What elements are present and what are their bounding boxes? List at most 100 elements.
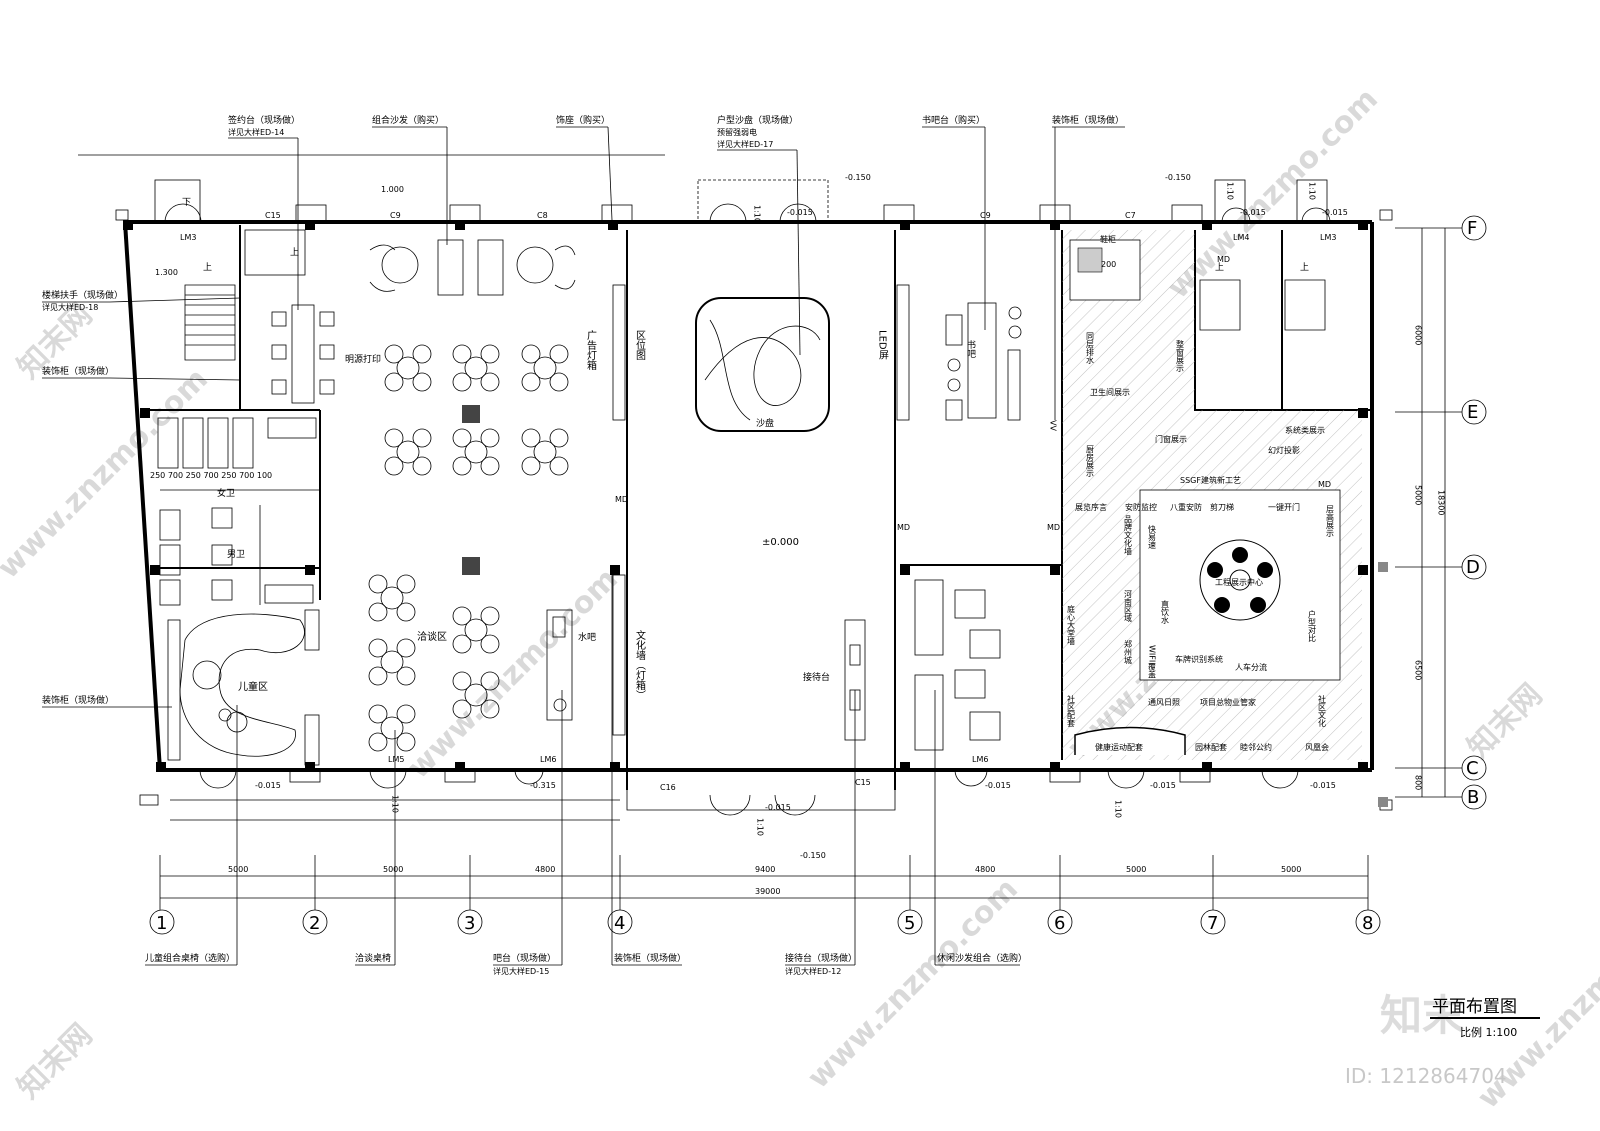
vv-label: VV (1049, 420, 1058, 431)
door-label-c8: C8 (537, 211, 548, 220)
door-label-c16: C16 (660, 783, 676, 792)
level-top: -0.150 (845, 173, 871, 182)
span-1-2: 5000 (228, 865, 248, 874)
label-garden: 园林配套 (1195, 742, 1227, 752)
title-block: 知末 平面布置图 比例 1:100 ID: 1212864704 (1345, 991, 1540, 1088)
axis-label-F: F (1467, 218, 1477, 239)
label-sso: SSGF建筑新工艺 (1180, 475, 1241, 485)
span-total: 39000 (755, 887, 780, 896)
window-label-2: 1:10 (1226, 182, 1235, 200)
rspan-e-d: 5000 (1414, 485, 1423, 505)
level-1300: 1.300 (155, 268, 178, 277)
rspan-total: 18300 (1437, 490, 1446, 515)
door-label-lm6b: LM6 (972, 755, 988, 764)
door-label-c15b: C15 (855, 778, 871, 787)
callout-sand-sub: 预留强弱电 (717, 127, 757, 137)
window-label-5: 1:10 (756, 818, 765, 836)
label-wind: 风凰会 (1305, 742, 1329, 752)
axis-label-E: E (1467, 402, 1478, 423)
rspan-d-c: 6500 (1414, 660, 1423, 680)
level-b3: -0.015 (765, 803, 791, 812)
stall-dims: 250 700 250 700 250 700 100 (150, 471, 272, 480)
axis-label-C: C (1466, 758, 1479, 779)
kids-area (167, 609, 320, 766)
callout-bar: 吧台（现场做） (493, 952, 556, 964)
span-5-6: 4800 (975, 865, 995, 874)
sand-table (695, 297, 830, 432)
label-plate: 车牌识别系统 (1175, 654, 1223, 664)
label-exhibit: 展览序言 (1075, 502, 1107, 512)
callout-reception-sub: 详见大样ED-12 (785, 966, 841, 976)
door-label-lm3b: LM3 (1320, 233, 1336, 242)
span-7-8: 5000 (1281, 865, 1301, 874)
water-bar (546, 609, 573, 721)
label-scissors: 剪刀梯 (1210, 502, 1234, 512)
label-henan: 河南区域 (1124, 589, 1133, 622)
md-label-3: MD (1047, 523, 1060, 532)
level-center: ±0.000 (762, 537, 799, 548)
stair-left: 上 上 下 1.300 (154, 179, 306, 361)
hatched-exhibit-area (1062, 230, 1362, 760)
label-person: 人车分流 (1235, 662, 1267, 672)
span-2-3: 5000 (383, 865, 403, 874)
level-right-2: -0.015 (1322, 208, 1348, 217)
label-door-window: 门窗展示 (1155, 434, 1187, 444)
callout-seat: 饰座（购买） (556, 114, 610, 126)
label-ad-lightbox: 广告灯箱 (585, 330, 597, 371)
lounge-sofa (914, 579, 1001, 751)
label-ceiling: 整窗展示 (1176, 339, 1185, 372)
axis-label-D: D (1466, 557, 1480, 578)
rspan-f-e: 6000 (1414, 325, 1423, 345)
doors-bottom (170, 769, 1299, 821)
md-label-5: MD (1318, 480, 1331, 489)
label-culture: 社区文化 (1318, 694, 1327, 728)
label-system: 系统类展示 (1285, 425, 1325, 435)
label-eight: 八重安防 (1170, 502, 1202, 512)
callout-cabinet-top: 装饰柜（现场做） (1052, 114, 1124, 126)
drawing-title: 平面布置图 (1432, 997, 1517, 1017)
doors-top (164, 179, 1331, 223)
label-layout: 户型对比 (1308, 609, 1317, 643)
watermark-logo: 知末 (1380, 991, 1464, 1040)
callouts-left: 楼梯扶手（现场做） 详见大样ED-18 装饰柜（现场做） 装饰柜（现场做） (42, 289, 123, 706)
label-courtyard: 庭心大堂墙 (1067, 604, 1076, 646)
label-fast: 快易速 (1148, 524, 1157, 550)
stair-up-label-2: 上 (290, 247, 299, 258)
callout-cabinet-left-2: 装饰柜（现场做） (42, 694, 114, 706)
watermark-site-2: www.znzmo.com (401, 562, 625, 786)
window-label-3: 1:10 (1308, 182, 1317, 200)
span-6-7: 5000 (1126, 865, 1146, 874)
room-kids: 儿童区 (238, 680, 268, 693)
level-right-1: -0.015 (1240, 208, 1266, 217)
room-female-wc: 女卫 (217, 487, 235, 499)
level-b5: -0.015 (1150, 781, 1176, 790)
watermark-brand-2: 知末网 (1461, 677, 1549, 765)
label-led: LED屏 (877, 330, 889, 360)
level-top-right: -0.150 (1165, 173, 1191, 182)
label-health: 健康运动配套 (1095, 742, 1143, 752)
callout-cabinet-left-1: 装饰柜（现场做） (42, 365, 114, 377)
room-male-wc: 男卫 (227, 549, 245, 560)
ad-lightbox-panel (612, 284, 626, 421)
callout-book: 书吧台（购买） (922, 114, 985, 126)
table-groups (368, 344, 569, 752)
label-200: 200 (1101, 260, 1116, 269)
axis-label-6: 6 (1054, 913, 1065, 934)
axis-label-3: 3 (464, 913, 475, 934)
window-label-6: 1:10 (1114, 800, 1123, 818)
label-one-key: 一键开门 (1268, 502, 1300, 512)
level-b2: -0.315 (530, 781, 556, 790)
callout-lounge: 休闲沙发组合（选购） (937, 952, 1027, 964)
label-bath: 卫生间展示 (1090, 387, 1130, 397)
callout-signing: 签约台（现场做） (228, 114, 300, 126)
door-label-lm5: LM5 (388, 755, 404, 764)
label-drink: 直饮水 (1161, 599, 1170, 624)
callout-bar-sub: 详见大样ED-15 (493, 966, 549, 976)
door-label-lm3: LM3 (180, 233, 196, 242)
level-b4: -0.015 (985, 781, 1011, 790)
span-4-5: 9400 (755, 865, 775, 874)
callout-sand: 户型沙盘（现场做） (717, 114, 798, 126)
callout-neg-chairs: 洽谈桌椅 (355, 952, 391, 964)
callouts-bottom: 儿童组合桌椅（选购） 洽谈桌椅 吧台（现场做） 详见大样ED-15 装饰柜（现场… (145, 952, 1027, 976)
